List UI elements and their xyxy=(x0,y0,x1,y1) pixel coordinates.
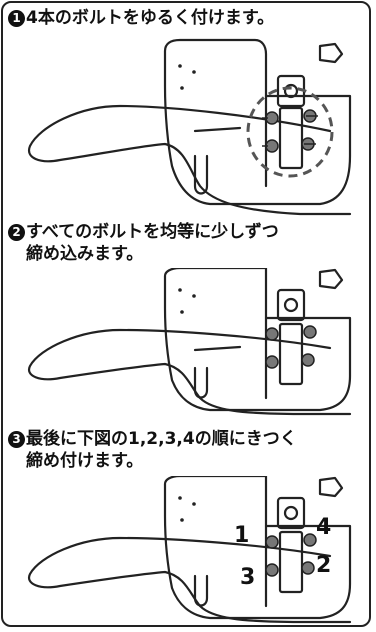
illustration-step-1 xyxy=(27,38,352,216)
stand-base xyxy=(27,104,352,216)
illustration-step-3: 1 4 3 2 xyxy=(27,476,352,624)
bolt-order-label-3: 3 xyxy=(240,565,255,590)
illustration-step-2 xyxy=(27,268,352,416)
step-1-text: 4本のボルトをゆるく付けます。 xyxy=(26,8,275,28)
step-number-badge: 2 xyxy=(8,224,25,241)
bolt-order-label-1: 1 xyxy=(234,523,249,548)
bolt-order-label-2: 2 xyxy=(316,553,331,578)
step-2-text-line1: すべてのボルトを均等に少しずつ xyxy=(26,222,279,242)
step-3-text-line2: 締め付けます。 xyxy=(26,451,144,471)
instruction-card xyxy=(1,1,371,627)
step-number-badge: 3 xyxy=(8,431,25,448)
camera-body xyxy=(163,38,352,206)
step-3-text-line1: 最後に下図の1,2,3,4の順にきつく xyxy=(26,429,297,449)
step-2-text-line2: 締め込みます。 xyxy=(26,244,144,264)
bolt-highlight-circle xyxy=(246,86,334,178)
bolt-order-label-4: 4 xyxy=(316,515,331,540)
step-number-badge: 1 xyxy=(8,10,25,27)
bolt-set xyxy=(262,109,318,153)
